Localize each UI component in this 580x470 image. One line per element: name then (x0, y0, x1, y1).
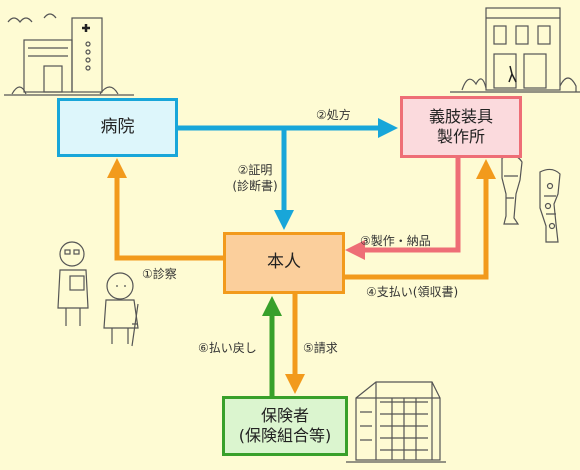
certificate-label-line2: (診断書) (232, 179, 278, 194)
refund-label: ⑥払い戻し (198, 341, 257, 355)
person-box: 本人 (223, 232, 345, 294)
person-label: 本人 (267, 252, 301, 273)
workshop-building-icon (450, 7, 580, 93)
maker-label-line2: 製作所 (436, 127, 485, 146)
prosthetics-maker-box: 義肢装具 製作所 (400, 96, 522, 158)
payment-arrow (345, 159, 496, 280)
maker-label-line1: 義肢装具 (428, 107, 493, 126)
consultation-arrow (107, 158, 223, 261)
hospital-building-icon (4, 13, 134, 96)
certificate-label: ②証明 (診断書) (228, 162, 282, 194)
certificate-label-line1: ②証明 (237, 163, 273, 177)
manufacture-arrow (345, 158, 461, 260)
insurer-label-line2: (保険組合等) (238, 426, 332, 445)
hospital-label: 病院 (100, 116, 135, 137)
insurer-label-line1: 保険者 (260, 406, 309, 425)
payment-receipt-label: ④支払い(領収書) (366, 285, 459, 299)
office-building-icon (346, 381, 446, 463)
claim-label: ⑤請求 (303, 341, 338, 355)
manufacture-delivery-label: ③製作・納品 (360, 234, 431, 248)
hospital-box: 病院 (57, 98, 178, 157)
doctor-patient-icon (57, 241, 139, 347)
prescription-label: ②処方 (316, 108, 351, 122)
consultation-label: ①診察 (142, 267, 177, 281)
insurer-box: 保険者 (保険組合等) (222, 396, 348, 456)
